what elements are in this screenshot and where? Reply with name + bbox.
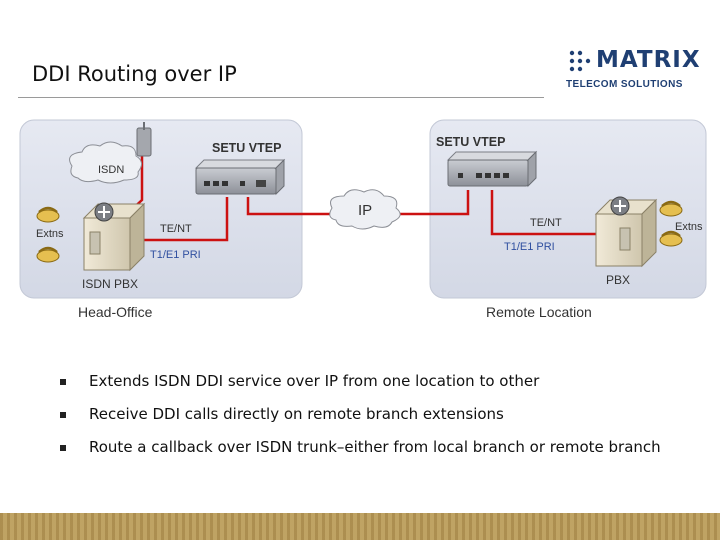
logo-brand: MATRIX: [596, 47, 701, 73]
bullet-text: Receive DDI calls directly on remote bra…: [89, 405, 504, 423]
slide-title: DDI Routing over IP: [32, 62, 237, 86]
bullet-square-icon: [60, 379, 66, 385]
remote-vtep-device-icon: [446, 150, 538, 188]
head-extns-label: Extns: [36, 228, 64, 240]
ip-cloud-icon: [329, 189, 401, 230]
remote-pbx-label: PBX: [606, 273, 630, 287]
isdn-cloud-label: ISDN: [98, 164, 124, 176]
ip-cloud-label: IP: [358, 202, 372, 219]
remote-pri-label: T1/E1 PRI: [504, 241, 555, 253]
head-phone-icon-bottom: [36, 246, 60, 263]
logo-tagline: TELECOM SOLUTIONS: [566, 79, 683, 90]
bullet-square-icon: [60, 412, 66, 418]
link-lines: [127, 154, 600, 250]
matrix-logo: MATRIX TELECOM SOLUTIONS: [564, 44, 700, 94]
network-diagram: ISDN IP SETU VTEP SETU VTEP ISDN PBX: [19, 119, 707, 320]
remote-te-nt-label: TE/NT: [530, 217, 562, 229]
head-phone-icon-top: [36, 206, 60, 223]
head-pbx-label: ISDN PBX: [82, 277, 138, 291]
head-vtep-device-icon: [194, 158, 286, 196]
bullet-square-icon: [60, 445, 66, 451]
antenna-icon: [136, 122, 152, 157]
head-vtep-label: SETU VTEP: [212, 141, 281, 155]
isdn-cloud-icon: [69, 141, 142, 184]
bullet-text: Route a callback over ISDN trunk–either …: [89, 438, 661, 456]
remote-pbx-icon: [594, 196, 658, 268]
bullet-text: Extends ISDN DDI service over IP from on…: [89, 372, 540, 390]
head-office-caption: Head-Office: [78, 304, 153, 320]
head-pbx-icon: [82, 202, 146, 272]
footer-band: [0, 513, 720, 540]
remote-phone-icon-top: [659, 200, 683, 217]
remote-extns-label: Extns: [675, 221, 703, 233]
title-divider: [18, 97, 544, 98]
logo-dots-icon: [569, 50, 591, 72]
head-te-nt-label: TE/NT: [160, 223, 192, 235]
remote-phone-icon-bottom: [659, 230, 683, 247]
remote-vtep-label: SETU VTEP: [436, 135, 505, 149]
remote-location-caption: Remote Location: [486, 304, 592, 320]
head-pri-label: T1/E1 PRI: [150, 249, 201, 261]
